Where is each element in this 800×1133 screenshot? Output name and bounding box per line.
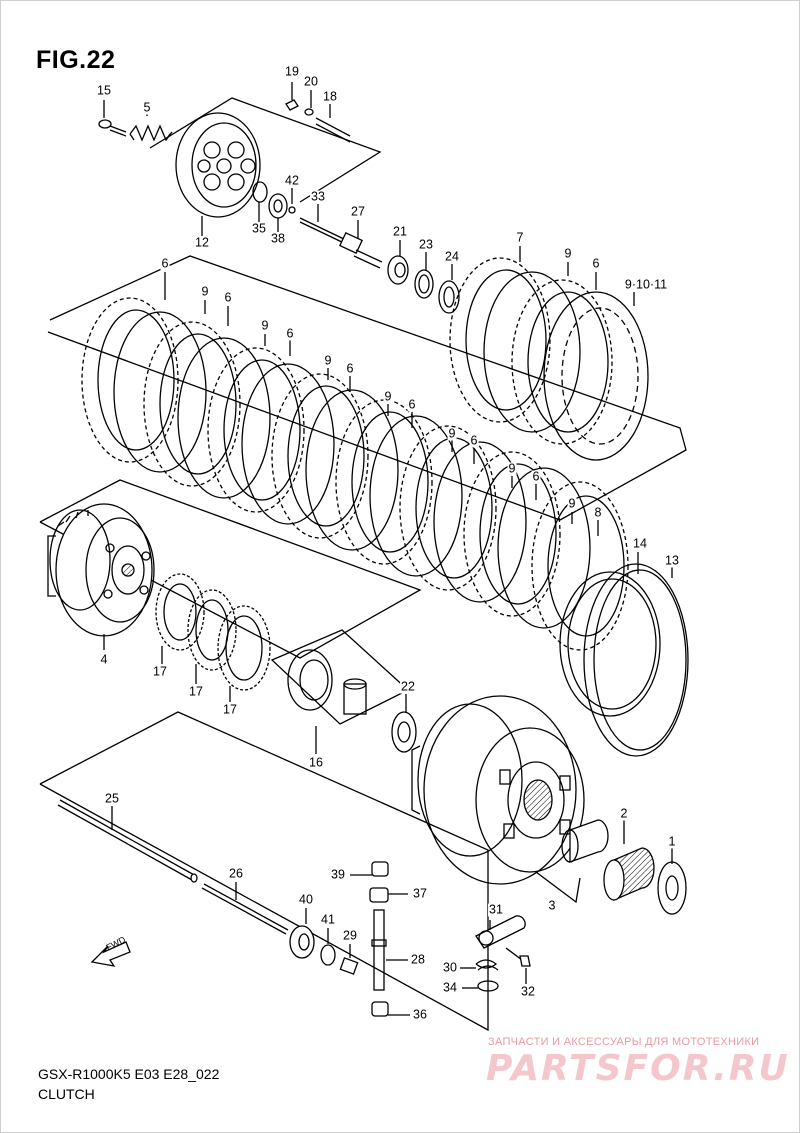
callout-7[interactable]: 7 xyxy=(515,230,525,245)
bolt-32 xyxy=(505,947,531,984)
callout-17[interactable]: 17 xyxy=(188,684,204,699)
callout-6[interactable]: 6 xyxy=(160,256,170,271)
callout-30[interactable]: 30 xyxy=(442,960,458,975)
callout-25[interactable]: 25 xyxy=(104,791,120,806)
callout-9[interactable]: 9 xyxy=(563,246,573,261)
callout-40[interactable]: 40 xyxy=(298,892,314,907)
callout-38[interactable]: 38 xyxy=(270,231,286,246)
oil-seal-40 xyxy=(289,908,315,959)
washer-41 xyxy=(320,928,336,966)
callout-21[interactable]: 21 xyxy=(392,224,408,239)
callout-9[interactable]: 9 xyxy=(507,461,517,476)
pin-29 xyxy=(339,944,359,975)
release-lever-31 xyxy=(475,915,526,949)
watermark-logo: PARTSFOR.RU xyxy=(486,1048,790,1089)
callout-4[interactable]: 4 xyxy=(99,652,109,667)
callout-9-10-11[interactable]: 9·10·11 xyxy=(623,277,669,292)
pushrod-26 xyxy=(201,882,289,935)
mini-plate-stack xyxy=(449,246,649,461)
washer-34 xyxy=(462,980,499,992)
release-shaft-28 xyxy=(350,861,410,1017)
callout-35[interactable]: 35 xyxy=(251,221,267,236)
callout-9[interactable]: 9 xyxy=(260,318,270,333)
callout-41[interactable]: 41 xyxy=(320,912,336,927)
callout-42[interactable]: 42 xyxy=(284,173,300,188)
callout-14[interactable]: 14 xyxy=(632,536,648,551)
primary-driven-gear-3 xyxy=(411,695,585,904)
callout-2[interactable]: 2 xyxy=(619,806,629,821)
callout-34[interactable]: 34 xyxy=(442,980,458,995)
callout-13[interactable]: 13 xyxy=(664,553,680,568)
callout-37[interactable]: 37 xyxy=(412,886,428,901)
bolt-15 xyxy=(98,100,127,137)
callout-23[interactable]: 23 xyxy=(418,237,434,252)
pushrod-piece-33-27 xyxy=(299,204,383,269)
bearing-washer-35-38-42 xyxy=(252,181,296,232)
callout-6[interactable]: 6 xyxy=(285,326,295,341)
callout-29[interactable]: 29 xyxy=(342,928,358,943)
main-stack-leaders xyxy=(164,272,599,536)
spring-ring-13 xyxy=(583,563,689,757)
group-frame-hub xyxy=(39,479,422,659)
callout-1[interactable]: 1 xyxy=(667,834,677,849)
pushrod-25 xyxy=(57,799,198,883)
callout-19[interactable]: 19 xyxy=(284,64,300,79)
callout-15[interactable]: 15 xyxy=(96,83,112,98)
group-frame-top xyxy=(149,97,382,203)
callout-36[interactable]: 36 xyxy=(412,1007,428,1022)
callout-33[interactable]: 33 xyxy=(310,189,326,204)
callout-6[interactable]: 6 xyxy=(407,397,417,412)
thrust-washer-22 xyxy=(391,694,417,753)
sleeve-hub-4 xyxy=(47,503,155,650)
callout-39[interactable]: 39 xyxy=(330,867,346,882)
callout-6[interactable]: 6 xyxy=(223,290,233,305)
callout-8[interactable]: 8 xyxy=(593,505,603,520)
callout-20[interactable]: 20 xyxy=(303,74,319,89)
figure-title: FIG.22 xyxy=(36,46,116,74)
return-spring-30 xyxy=(460,959,499,971)
callout-26[interactable]: 26 xyxy=(228,866,244,881)
callout-6[interactable]: 6 xyxy=(345,361,355,376)
model-code: GSX-R1000K5 E03 E28_022 xyxy=(38,1066,220,1082)
callout-9[interactable]: 9 xyxy=(323,353,333,368)
spring-seat-plates-17 xyxy=(155,573,271,702)
nut-washers-21-23-24 xyxy=(387,240,460,314)
callout-31[interactable]: 31 xyxy=(488,902,504,917)
callout-24[interactable]: 24 xyxy=(444,249,460,264)
fwd-arrow-icon xyxy=(90,941,131,967)
callout-22[interactable]: 22 xyxy=(400,679,416,694)
callout-9[interactable]: 9 xyxy=(383,389,393,404)
callout-9[interactable]: 9 xyxy=(447,426,457,441)
callout-28[interactable]: 28 xyxy=(410,952,426,967)
watermark-tagline: ЗАПЧАСТИ И АКСЕССУАРЫ ДЛЯ МОТОТЕХНИКИ xyxy=(488,1036,760,1048)
callout-16[interactable]: 16 xyxy=(308,755,324,770)
callout-3[interactable]: 3 xyxy=(547,898,557,913)
callout-17[interactable]: 17 xyxy=(222,702,238,717)
callout-17[interactable]: 17 xyxy=(152,664,168,679)
callout-6[interactable]: 6 xyxy=(469,433,479,448)
callout-32[interactable]: 32 xyxy=(520,984,536,999)
group-frame-release xyxy=(39,711,489,1032)
callout-9[interactable]: 9 xyxy=(200,284,210,299)
callout-9[interactable]: 9 xyxy=(567,496,577,511)
nut-washer-stud-19-20-18 xyxy=(285,82,351,143)
callout-5[interactable]: 5 xyxy=(142,100,152,115)
spacer-bearing-washer-1-2 xyxy=(561,819,687,915)
kit-16 xyxy=(270,629,410,754)
callout-27[interactable]: 27 xyxy=(350,204,366,219)
section-name: CLUTCH xyxy=(38,1086,95,1102)
callout-18[interactable]: 18 xyxy=(322,89,338,104)
callout-12[interactable]: 12 xyxy=(194,235,210,250)
pressure-plate-12 xyxy=(175,112,261,236)
callout-6[interactable]: 6 xyxy=(591,256,601,271)
wire-ring-14 xyxy=(559,552,661,717)
group-frame-plates xyxy=(47,255,687,521)
callout-6[interactable]: 6 xyxy=(531,469,541,484)
